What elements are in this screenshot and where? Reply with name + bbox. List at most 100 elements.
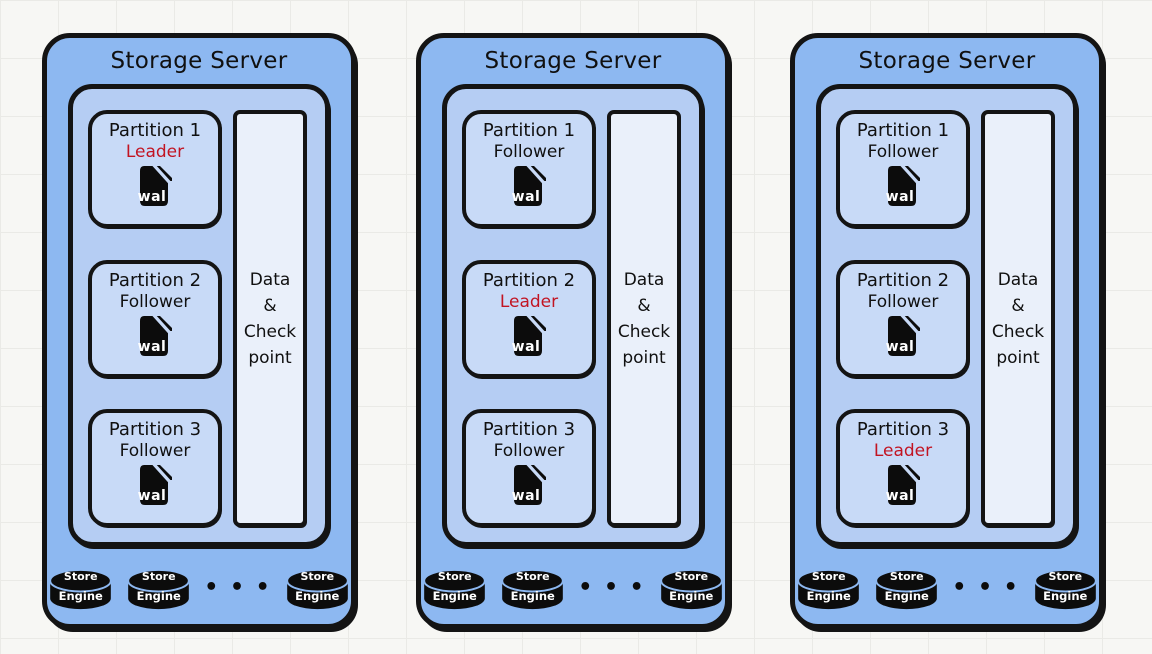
partition-box: Partition 1 Follower wal	[462, 110, 596, 228]
wal-file-icon: wal	[135, 313, 175, 358]
store-engine-cylinder: Store Engine	[284, 568, 351, 613]
store-engine-cylinder: Store Engine	[1032, 568, 1099, 613]
partition-name: Partition 3	[482, 419, 576, 440]
store-engine-bottom-label: Engine	[806, 589, 851, 603]
partitions-column: Partition 1 Follower wal Partition 2	[462, 110, 596, 527]
partition-name: Partition 1	[108, 120, 202, 141]
file-page-shape	[888, 463, 920, 505]
data-checkpoint-line: Data	[249, 269, 291, 290]
store-engine-cylinder: Store Engine	[47, 568, 114, 613]
database-cylinder-icon	[875, 568, 939, 610]
store-engine-bottom-label: Engine	[295, 589, 340, 603]
partition-role: Follower	[493, 441, 565, 461]
database-cylinder-icon	[501, 568, 565, 610]
file-page-shape	[514, 463, 546, 505]
store-engine-bottom-label: Engine	[136, 589, 181, 603]
store-engine-cylinder: Store Engine	[125, 568, 192, 613]
storage-server-2: Storage Server Partition 1 Follower wal	[416, 33, 730, 629]
partition-box: Partition 2 Follower wal	[88, 259, 222, 378]
data-checkpoint-line: &	[263, 295, 277, 316]
partition-name: Partition 1	[482, 120, 576, 141]
data-checkpoint-box: Data & Check point	[981, 110, 1055, 527]
data-checkpoint-line: Data	[623, 269, 665, 290]
data-checkpoint-line: point	[622, 347, 666, 368]
partition-name: Partition 1	[856, 120, 950, 141]
partition-box: Partition 1 Leader wal	[88, 110, 222, 228]
wal-label: wal	[885, 488, 915, 504]
partition-role: Follower	[867, 291, 939, 312]
store-engine-top-label: Store	[300, 570, 335, 583]
partition-name: Partition 3	[856, 419, 950, 440]
replication-area: Partition 1 Follower wal Partition 2	[816, 84, 1078, 547]
file-page-shape	[140, 463, 172, 505]
partition-role: Leader	[499, 291, 559, 312]
wal-label: wal	[511, 338, 541, 355]
store-engine-bottom-label: Engine	[58, 589, 103, 603]
wal-file-icon: wal	[135, 164, 175, 208]
wal-file-icon: wal	[509, 164, 549, 208]
partition-name: Partition 2	[482, 269, 576, 291]
partition-role: Follower	[119, 441, 191, 461]
data-checkpoint-line: Check	[991, 321, 1045, 342]
store-engine-top-label: Store	[889, 570, 924, 583]
store-engine-top-label: Store	[1048, 570, 1083, 583]
store-engine-cylinder: Store Engine	[658, 568, 725, 613]
partition-name: Partition 2	[108, 269, 202, 291]
store-engine-top-label: Store	[63, 570, 98, 583]
store-engines-row: Store Engine Store Engine • • •	[47, 547, 351, 624]
wal-file-icon: wal	[883, 463, 923, 507]
wal-label: wal	[885, 189, 915, 205]
ellipsis-dots: • • •	[952, 575, 1020, 600]
store-engine-cylinder: Store Engine	[499, 568, 566, 613]
store-engine-top-label: Store	[515, 570, 550, 583]
store-engine-bottom-label: Engine	[669, 589, 714, 603]
wal-file-icon: wal	[509, 313, 549, 358]
partition-role: Leader	[873, 441, 933, 461]
file-page-shape	[888, 313, 920, 356]
partitions-column: Partition 1 Follower wal Partition 2	[836, 110, 970, 527]
data-checkpoint-line: Check	[617, 321, 671, 342]
data-checkpoint-line: Check	[243, 321, 297, 342]
store-engines-row: Store Engine Store Engine • • •	[795, 547, 1099, 624]
partition-box: Partition 3 Follower wal	[462, 409, 596, 527]
store-engine-cylinder: Store Engine	[421, 568, 488, 613]
data-checkpoint-box: Data & Check point	[233, 110, 307, 527]
partition-box: Partition 3 Leader wal	[836, 409, 970, 527]
storage-server-3: Storage Server Partition 1 Follower wal	[790, 33, 1104, 629]
store-engine-top-label: Store	[141, 570, 176, 583]
wal-label: wal	[137, 338, 167, 355]
wal-label: wal	[511, 488, 541, 504]
store-engine-bottom-label: Engine	[432, 589, 477, 603]
wal-file-icon: wal	[883, 313, 923, 358]
file-page-shape	[140, 313, 172, 356]
partition-name: Partition 2	[856, 269, 950, 291]
partition-box: Partition 1 Follower wal	[836, 110, 970, 228]
wal-label: wal	[137, 189, 167, 205]
wal-file-icon: wal	[135, 463, 175, 507]
wal-label: wal	[885, 338, 915, 355]
server-title: Storage Server	[110, 48, 288, 74]
wal-label: wal	[137, 488, 167, 504]
data-checkpoint-line: &	[1011, 295, 1025, 316]
ellipsis-dots: • • •	[578, 575, 646, 600]
store-engine-bottom-label: Engine	[510, 589, 555, 603]
partition-role: Follower	[493, 142, 565, 162]
partition-role: Follower	[119, 291, 191, 312]
storage-servers-row: Storage Server Partition 1 Leader wal	[42, 33, 1104, 629]
database-cylinder-icon	[423, 568, 487, 610]
database-cylinder-icon	[659, 568, 723, 610]
database-cylinder-icon	[1033, 568, 1097, 610]
database-cylinder-icon	[285, 568, 349, 610]
data-checkpoint-line: point	[996, 347, 1040, 368]
store-engine-bottom-label: Engine	[884, 589, 929, 603]
file-page-shape	[514, 164, 546, 206]
store-engine-cylinder: Store Engine	[873, 568, 940, 613]
storage-server-1: Storage Server Partition 1 Leader wal	[42, 33, 356, 629]
partitions-column: Partition 1 Leader wal Partition 2 Fo	[88, 110, 222, 527]
database-cylinder-icon	[797, 568, 861, 610]
replication-area: Partition 1 Follower wal Partition 2	[442, 84, 704, 547]
server-title: Storage Server	[484, 48, 662, 74]
ellipsis-dots: • • •	[204, 575, 272, 600]
file-page-shape	[888, 164, 920, 206]
